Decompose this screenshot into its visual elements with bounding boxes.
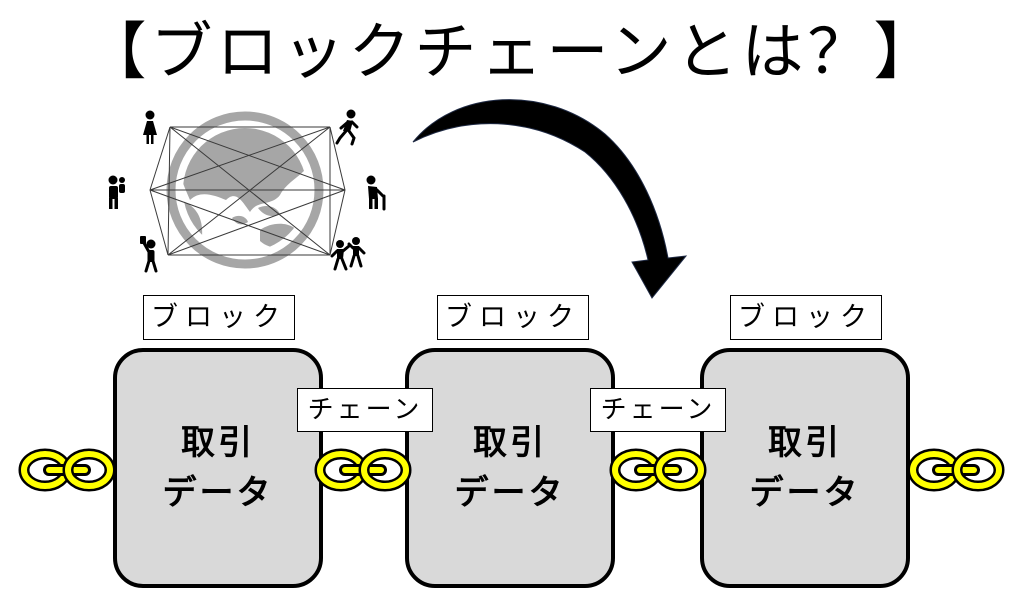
block-2: 取引 データ [405, 348, 615, 588]
block-header-3: ブロック [730, 295, 882, 340]
block-header-2: ブロック [437, 295, 589, 340]
block-text-line2: データ [162, 473, 274, 513]
chain-link-icon [907, 448, 1005, 492]
chain-label-2: チェーン [590, 388, 726, 432]
curved-arrow-icon [412, 99, 688, 299]
elderly-person-with-cane-icon [366, 175, 386, 211]
block-text-line2: データ [454, 473, 566, 513]
block-header-1: ブロック [143, 295, 295, 340]
person-with-child-icon [108, 175, 125, 209]
chain-link-icon [18, 448, 116, 492]
chain-link-icon [609, 448, 707, 492]
chain-label-1: チェーン [297, 388, 433, 432]
block-text-line1: 取引 [181, 423, 255, 463]
block-text-line2: データ [749, 473, 861, 513]
person-taking-selfie-icon [140, 236, 158, 273]
woman-icon [143, 110, 157, 144]
chain-link-icon [314, 448, 412, 492]
block-text-line1: 取引 [768, 423, 842, 463]
block-text-line1: 取引 [473, 423, 547, 463]
network-lines [149, 126, 346, 256]
dancing-people-icon [330, 237, 366, 271]
page-title: 【ブロックチェーンとは？】 [84, 15, 940, 88]
running-person-icon [335, 109, 359, 146]
